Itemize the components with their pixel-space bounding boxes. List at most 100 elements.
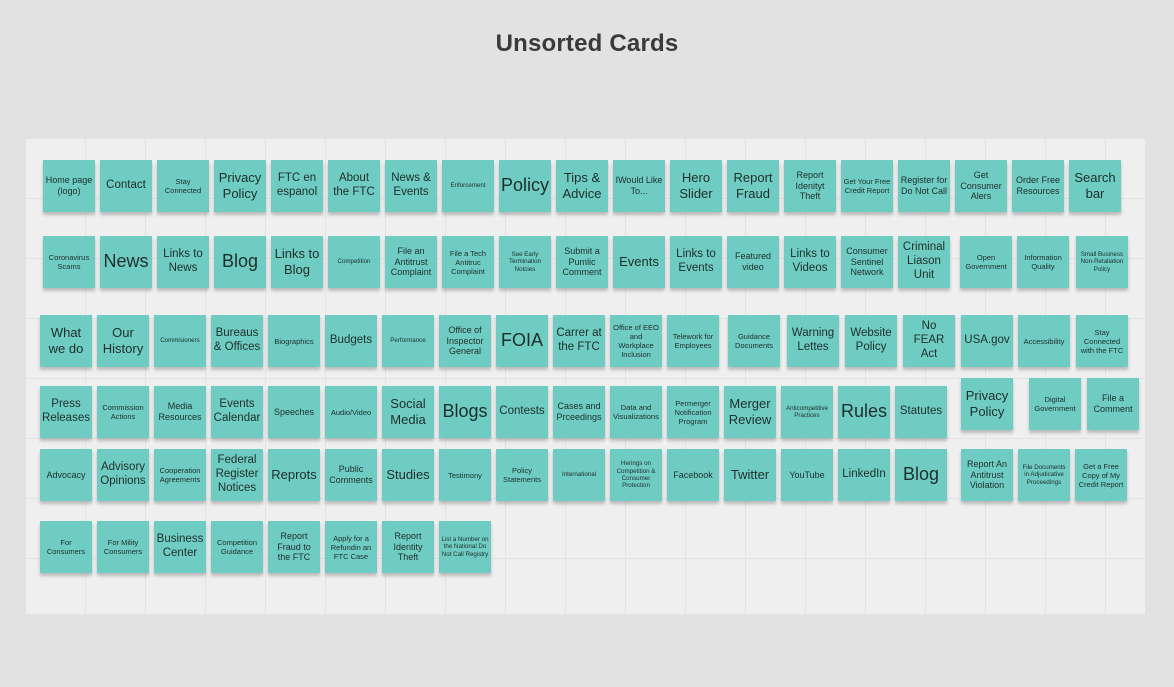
sticky-card[interactable]: News: [100, 236, 152, 288]
sticky-card[interactable]: File an Antitrust Complaint: [385, 236, 437, 288]
sticky-card[interactable]: News & Events: [385, 160, 437, 212]
sticky-card[interactable]: Tips & Advice: [556, 160, 608, 212]
sticky-card[interactable]: Blogs: [439, 386, 491, 438]
sticky-card[interactable]: Press Releases: [40, 386, 92, 438]
sticky-card[interactable]: Federal Register Notices: [211, 449, 263, 501]
sticky-card[interactable]: Links to Events: [670, 236, 722, 288]
sticky-card[interactable]: Search bar: [1069, 160, 1121, 212]
sticky-card[interactable]: What we do: [40, 315, 92, 367]
sticky-card[interactable]: Report An Antitrust Violation: [961, 449, 1013, 501]
sticky-card[interactable]: Bureaus & Offices: [211, 315, 263, 367]
sticky-card[interactable]: Featured video: [727, 236, 779, 288]
sticky-card[interactable]: Herings on Competition & Consumer Protec…: [610, 449, 662, 501]
sticky-card[interactable]: Information Quality: [1017, 236, 1069, 288]
sticky-card[interactable]: Submit a Pumlic Comment: [556, 236, 608, 288]
sticky-card[interactable]: Cases and Prceedings: [553, 386, 605, 438]
sticky-card[interactable]: Testimony: [439, 449, 491, 501]
sticky-card[interactable]: Links to Videos: [784, 236, 836, 288]
sticky-card[interactable]: Register for Do Not Call: [898, 160, 950, 212]
sticky-card[interactable]: Budgets: [325, 315, 377, 367]
sticky-card[interactable]: Privacy Policy: [961, 378, 1013, 430]
sticky-card[interactable]: Report Fraud: [727, 160, 779, 212]
sticky-card[interactable]: Office of Inspector General: [439, 315, 491, 367]
sticky-card[interactable]: Cooperation Agreements: [154, 449, 206, 501]
sticky-card[interactable]: FTC en espanol: [271, 160, 323, 212]
sticky-card[interactable]: Coronavirus Scams: [43, 236, 95, 288]
sticky-card[interactable]: Stay Connected: [157, 160, 209, 212]
sticky-card[interactable]: Audio/Video: [325, 386, 377, 438]
sticky-card[interactable]: Office of EEO and Workplace Inclusion: [610, 315, 662, 367]
sticky-card[interactable]: Blog: [895, 449, 947, 501]
sticky-card[interactable]: Telework for Employees: [667, 315, 719, 367]
sticky-card[interactable]: Links to News: [157, 236, 209, 288]
sticky-card[interactable]: File Documents in Adjudicative Proceedin…: [1018, 449, 1070, 501]
sticky-card[interactable]: Report Idenityt Theft: [784, 160, 836, 212]
sticky-card[interactable]: About the FTC: [328, 160, 380, 212]
sticky-card[interactable]: IWould Like To...: [613, 160, 665, 212]
sticky-card[interactable]: Public Comments: [325, 449, 377, 501]
sticky-card[interactable]: Reprots: [268, 449, 320, 501]
sticky-card[interactable]: Digital Government: [1029, 378, 1081, 430]
sticky-card[interactable]: Consumer Sentinel Network: [841, 236, 893, 288]
sticky-card[interactable]: Criminal Liason Unit: [898, 236, 950, 288]
sticky-card[interactable]: Biographics: [268, 315, 320, 367]
sticky-card[interactable]: Merger Review: [724, 386, 776, 438]
sticky-card[interactable]: Facebook: [667, 449, 719, 501]
sticky-card[interactable]: Contact: [100, 160, 152, 212]
sticky-card[interactable]: List a Number on the National Do Not Cal…: [439, 521, 491, 573]
sticky-card[interactable]: YouTube: [781, 449, 833, 501]
sticky-card[interactable]: Advisory Opinions: [97, 449, 149, 501]
sticky-card[interactable]: Home page (logo): [43, 160, 95, 212]
sticky-card[interactable]: File a Tech Antitruc Complaint: [442, 236, 494, 288]
sticky-card[interactable]: International: [553, 449, 605, 501]
sticky-card[interactable]: Accessibility: [1018, 315, 1070, 367]
sticky-card[interactable]: Website Policy: [845, 315, 897, 367]
sticky-card[interactable]: Social Media: [382, 386, 434, 438]
sticky-card[interactable]: Competition Guidance: [211, 521, 263, 573]
sticky-card[interactable]: USA.gov: [961, 315, 1013, 367]
sticky-card[interactable]: Advocacy: [40, 449, 92, 501]
sticky-card[interactable]: Policy: [499, 160, 551, 212]
sticky-card[interactable]: FOIA: [496, 315, 548, 367]
sticky-card[interactable]: Performance: [382, 315, 434, 367]
sticky-card[interactable]: Report Fraud to the FTC: [268, 521, 320, 573]
sticky-card[interactable]: Speeches: [268, 386, 320, 438]
sticky-card[interactable]: Carrer at the FTC: [553, 315, 605, 367]
sticky-card[interactable]: Competition: [328, 236, 380, 288]
sticky-card[interactable]: Report Identity Theft: [382, 521, 434, 573]
sticky-card[interactable]: Get Your Free Credit Report: [841, 160, 893, 212]
sticky-card[interactable]: For Mility Consumers: [97, 521, 149, 573]
sticky-card[interactable]: Statutes: [895, 386, 947, 438]
sticky-card[interactable]: Rules: [838, 386, 890, 438]
sticky-card[interactable]: Media Resources: [154, 386, 206, 438]
sticky-card[interactable]: File a Comment: [1087, 378, 1139, 430]
sticky-card[interactable]: Order Free Resources: [1012, 160, 1064, 212]
sticky-card[interactable]: Events: [613, 236, 665, 288]
sticky-card[interactable]: Anticompetitive Practices: [781, 386, 833, 438]
sticky-card[interactable]: Warning Lettes: [787, 315, 839, 367]
sticky-card[interactable]: Studies: [382, 449, 434, 501]
sticky-card[interactable]: Contests: [496, 386, 548, 438]
sticky-card[interactable]: For Consumers: [40, 521, 92, 573]
sticky-card[interactable]: Commission Actions: [97, 386, 149, 438]
sticky-card[interactable]: Links to Blog: [271, 236, 323, 288]
sticky-card[interactable]: Enforcement: [442, 160, 494, 212]
sticky-card[interactable]: Get a Free Copy of My Credit Report: [1075, 449, 1127, 501]
sticky-card[interactable]: Apply for a Refundin an FTC Case: [325, 521, 377, 573]
sticky-card[interactable]: Permerger Notification Program: [667, 386, 719, 438]
sticky-card[interactable]: Business Center: [154, 521, 206, 573]
sticky-card[interactable]: Our History: [97, 315, 149, 367]
sticky-card[interactable]: Hero Slider: [670, 160, 722, 212]
sticky-card[interactable]: See Early Termination Notcies: [499, 236, 551, 288]
sticky-card[interactable]: Data and Visualizations: [610, 386, 662, 438]
sticky-card[interactable]: Blog: [214, 236, 266, 288]
sticky-card[interactable]: Open Government: [960, 236, 1012, 288]
sticky-card[interactable]: Twitter: [724, 449, 776, 501]
sticky-card[interactable]: Get Consumer Alers: [955, 160, 1007, 212]
sticky-card[interactable]: Commisioners: [154, 315, 206, 367]
sticky-card[interactable]: Guidance Documents: [728, 315, 780, 367]
sticky-card[interactable]: No FEAR Act: [903, 315, 955, 367]
sticky-card[interactable]: Privacy Policy: [214, 160, 266, 212]
sticky-card[interactable]: LinkedIn: [838, 449, 890, 501]
sticky-card[interactable]: Stay Connected with the FTC: [1076, 315, 1128, 367]
